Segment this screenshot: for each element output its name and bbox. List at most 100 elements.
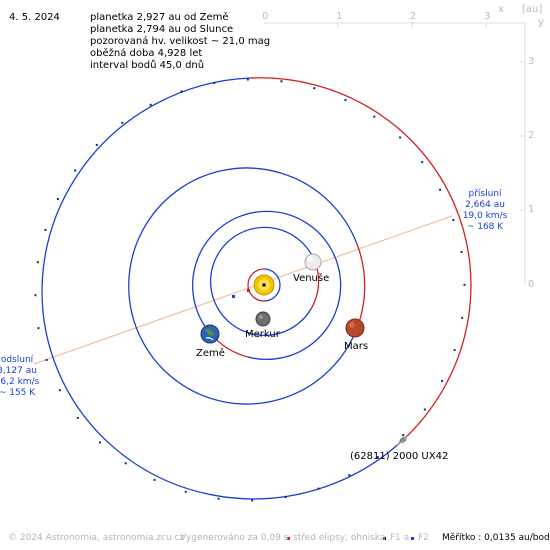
orbit-point bbox=[460, 250, 463, 253]
orbit-point bbox=[184, 490, 187, 493]
unit-label: [au] bbox=[522, 4, 543, 15]
perihelion-info: přísluní 2,664 au 19,0 km/s ~ 168 K bbox=[455, 189, 515, 233]
aphelion-info: odsluní 3,127 au 16,2 km/s ~ 155 K bbox=[0, 355, 47, 399]
ellipse-center-marker bbox=[247, 289, 250, 292]
copyright-text: © 2024 Astronomia, astronomia.zcu.cz bbox=[8, 533, 185, 543]
orbit-point bbox=[373, 115, 376, 118]
x-tick-label-0: 0 bbox=[262, 11, 269, 22]
legend-f1-swatch bbox=[383, 537, 386, 540]
orbit-point bbox=[37, 327, 40, 330]
earth-icon bbox=[200, 324, 220, 344]
info-magnitude: pozorovaná hv. velikost ~ 21,0 mag bbox=[90, 36, 271, 47]
orbit-point bbox=[402, 434, 405, 437]
x-tick-label-2: 2 bbox=[410, 11, 417, 22]
orbit-point bbox=[453, 349, 456, 352]
perihelion-temperature: ~ 168 K bbox=[466, 222, 504, 232]
aphelion-temperature: ~ 155 K bbox=[0, 388, 36, 398]
orbit-point bbox=[376, 456, 379, 459]
orbit-point bbox=[213, 81, 216, 84]
apsides-line bbox=[33, 215, 453, 365]
mars-label: Mars bbox=[344, 341, 369, 352]
asteroid-label: (62811) 2000 UX42 bbox=[350, 451, 449, 462]
venus-orbit-far bbox=[209, 226, 316, 337]
perihelion-distance: 2,664 au bbox=[465, 200, 505, 210]
legend-f2-swatch bbox=[411, 537, 414, 540]
y-tick-label-3: 3 bbox=[528, 56, 535, 67]
orbit-point bbox=[280, 80, 283, 83]
axes bbox=[264, 22, 526, 285]
mercury-orbit-far bbox=[263, 268, 281, 302]
orbit-point bbox=[463, 283, 466, 286]
orbit-point bbox=[56, 198, 59, 201]
x-tick-label-1: 1 bbox=[336, 11, 343, 22]
x-tick-label-3: 3 bbox=[484, 11, 491, 22]
mars-orbit-far bbox=[128, 167, 358, 405]
focus-f2-marker bbox=[232, 295, 235, 298]
orbit-point bbox=[121, 121, 124, 124]
legend-center-label: střed elipsy, ohniska bbox=[293, 533, 386, 543]
orbit-point bbox=[217, 497, 220, 500]
orbit-point bbox=[153, 478, 156, 481]
aphelion-distance: 3,127 au bbox=[0, 366, 37, 376]
info-panel: planetka 2,927 au od Země planetka 2,794… bbox=[90, 12, 270, 72]
orbit-point bbox=[44, 228, 47, 231]
orbit-point bbox=[344, 99, 347, 102]
orbit-point bbox=[180, 90, 183, 93]
x-axis-label: x bbox=[498, 4, 504, 15]
orbit-point bbox=[34, 294, 37, 297]
y-tick-label-2: 2 bbox=[528, 130, 535, 141]
orbit-point bbox=[441, 379, 444, 382]
orbit-point bbox=[58, 389, 61, 392]
orbit-point bbox=[317, 487, 320, 490]
scale-label: Měřítko : 0,0135 au/bod bbox=[442, 533, 550, 543]
orbit-point bbox=[399, 136, 402, 139]
asteroid-orbit-points bbox=[34, 78, 466, 502]
perihelion-velocity: 19,0 km/s bbox=[462, 211, 508, 221]
orbit-point bbox=[36, 261, 39, 264]
y-tick-label-1: 1 bbox=[528, 204, 535, 215]
orbit-point bbox=[421, 161, 424, 164]
venus-icon bbox=[304, 253, 322, 271]
orbit-point bbox=[95, 143, 98, 146]
asteroid-orbit-far bbox=[41, 77, 404, 500]
orbit-point bbox=[348, 474, 351, 477]
info-interval: interval bodů 45,0 dnů bbox=[90, 60, 205, 71]
legend-f1-label: F1 a bbox=[390, 533, 410, 543]
orbit-point bbox=[452, 219, 455, 221]
aphelion-title: odsluní bbox=[0, 355, 34, 365]
orbit-point bbox=[251, 499, 254, 502]
orbit-point bbox=[461, 316, 464, 319]
orbit-point bbox=[313, 87, 316, 90]
earth-orbit-far bbox=[192, 210, 342, 360]
info-distance-earth: planetka 2,927 au od Země bbox=[90, 12, 229, 23]
mars-icon bbox=[345, 318, 365, 338]
aphelion-velocity: 16,2 km/s bbox=[0, 377, 40, 387]
orbit-point bbox=[246, 78, 249, 81]
legend-f2-label: F2 bbox=[418, 533, 429, 543]
orbit-point bbox=[423, 408, 426, 411]
orbit-point bbox=[124, 462, 127, 465]
asteroid-icon bbox=[396, 435, 409, 447]
orbit-point bbox=[439, 188, 442, 191]
generated-time: Vygenerováno za 0,09 s bbox=[180, 533, 289, 543]
orbit-point bbox=[149, 103, 152, 106]
orbit-point bbox=[74, 169, 77, 172]
y-tick-label-0: 0 bbox=[528, 279, 535, 290]
orbit-point bbox=[76, 416, 79, 419]
y-axis-label: y bbox=[538, 17, 544, 28]
info-period: oběžná doba 4,928 let bbox=[90, 48, 203, 59]
orbit-point bbox=[45, 359, 48, 361]
sun-icon bbox=[253, 274, 275, 296]
venus-label: Venuše bbox=[293, 273, 330, 284]
mercury-label: Merkur bbox=[245, 329, 280, 340]
mercury-icon bbox=[255, 311, 271, 327]
orbit-point bbox=[98, 441, 101, 444]
legend-center-swatch bbox=[287, 537, 290, 540]
mercury-orbit-near bbox=[247, 268, 265, 302]
asteroid-orbit-near bbox=[249, 77, 472, 441]
perihelion-title: přísluní bbox=[468, 189, 502, 199]
date-label: 4. 5. 2024 bbox=[9, 12, 60, 23]
orbit-point bbox=[284, 496, 287, 499]
